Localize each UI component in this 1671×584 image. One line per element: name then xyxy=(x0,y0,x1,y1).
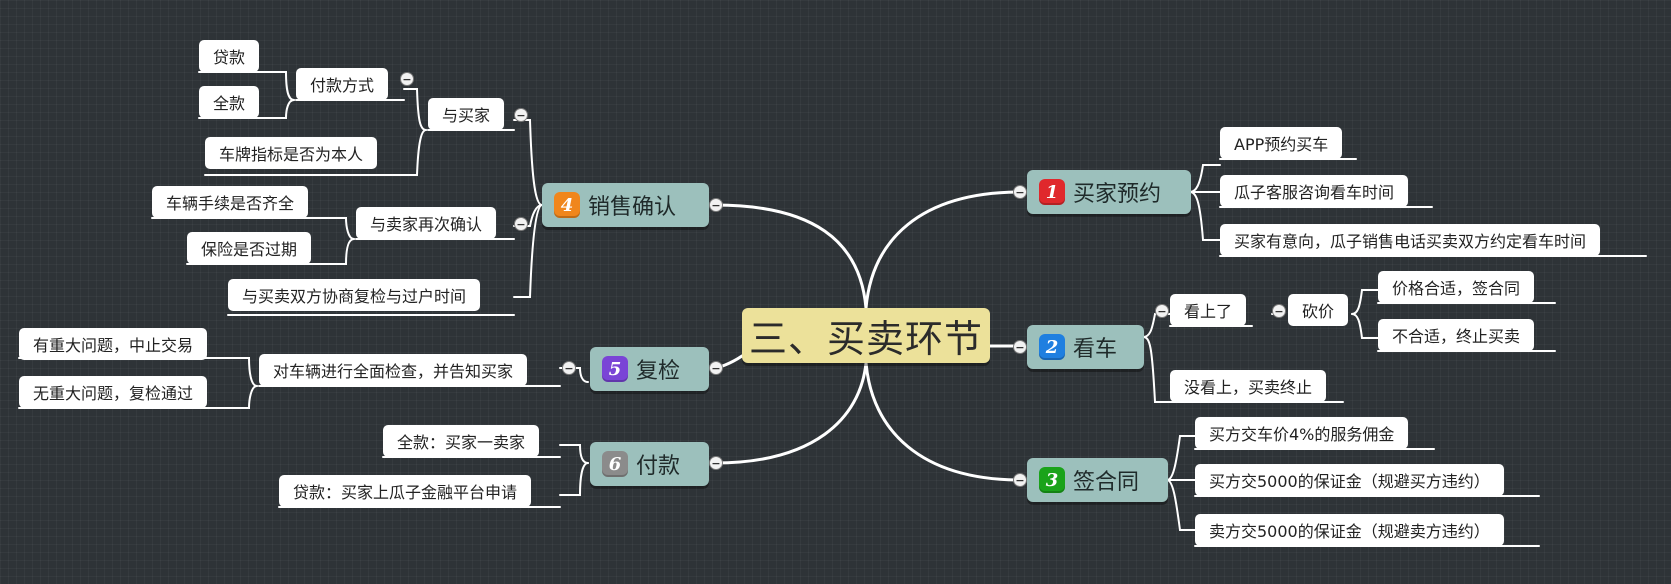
collapse-toggle-b6[interactable]: − xyxy=(709,456,723,470)
node-with-buyer[interactable]: 与买家 xyxy=(428,98,505,130)
node-label: 车辆手续是否齐全 xyxy=(166,194,295,213)
node-full-payment[interactable]: 全款 xyxy=(199,86,260,118)
collapse-toggle-payment-method[interactable]: − xyxy=(400,72,414,86)
node-label: 看上了 xyxy=(1184,302,1233,321)
node-label: 保险是否过期 xyxy=(201,240,298,259)
branch-label: 付款 xyxy=(636,454,681,479)
branch-payment[interactable]: 6 付款 xyxy=(590,442,709,486)
node-buyer-deposit[interactable]: 买方交5000的保证金（规避买方违约） xyxy=(1195,464,1504,496)
node-label: 价格合适，签合同 xyxy=(1392,279,1521,298)
collapse-toggle-inspection[interactable]: − xyxy=(562,361,576,375)
branch-sales-confirm[interactable]: 4 销售确认 xyxy=(542,183,709,227)
node-car-docs[interactable]: 车辆手续是否齐全 xyxy=(152,186,309,218)
node-label: 全款：买家一卖家 xyxy=(397,433,526,452)
root-topic-label: 三、买卖环节 xyxy=(748,317,983,361)
priority-3-icon: 3 xyxy=(1039,467,1065,493)
node-price-ok[interactable]: 价格合适，签合同 xyxy=(1378,271,1535,303)
node-label: 买家有意向，瓜子销售电话买卖双方约定看车时间 xyxy=(1234,232,1587,251)
branch-label: 看车 xyxy=(1073,337,1118,362)
node-inspection-pass[interactable]: 无重大问题，复检通过 xyxy=(19,376,208,408)
collapse-toggle-liked[interactable]: − xyxy=(1155,304,1169,318)
root-topic[interactable]: 三、买卖环节 xyxy=(742,308,990,363)
collapse-toggle-b1[interactable]: − xyxy=(1013,185,1027,199)
node-label: 买方交5000的保证金（规避买方违约） xyxy=(1209,472,1490,491)
node-insurance[interactable]: 保险是否过期 xyxy=(187,232,312,264)
node-label: 有重大问题，中止交易 xyxy=(33,336,194,355)
connector-root-b3 xyxy=(864,361,1023,482)
branch-label: 签合同 xyxy=(1073,470,1140,495)
node-liked[interactable]: 看上了 xyxy=(1170,294,1247,326)
node-not-liked[interactable]: 没看上，买卖终止 xyxy=(1170,370,1327,402)
node-full-inspection[interactable]: 对车辆进行全面检查，并告知买家 xyxy=(259,354,528,386)
node-label: 不合适，终止买卖 xyxy=(1392,327,1521,346)
collapse-toggle-with-buyer[interactable]: − xyxy=(514,108,528,122)
collapse-toggle-b5[interactable]: − xyxy=(709,361,723,375)
node-label: 卖方交5000的保证金（规避卖方违约） xyxy=(1209,522,1490,541)
node-price-bad[interactable]: 不合适，终止买卖 xyxy=(1378,319,1535,351)
collapse-toggle-bargain[interactable]: − xyxy=(1272,304,1286,318)
collapse-toggle-b4[interactable]: − xyxy=(709,198,723,212)
branch-label: 销售确认 xyxy=(588,195,677,220)
priority-5-icon: 5 xyxy=(602,356,628,382)
collapse-toggle-b2[interactable]: − xyxy=(1013,340,1027,354)
node-label: 与买卖双方协商复检与过户时间 xyxy=(242,287,467,306)
priority-1-icon: 1 xyxy=(1039,179,1065,205)
node-plate-owner[interactable]: 车牌指标是否为本人 xyxy=(205,137,378,169)
priority-4-icon: 4 xyxy=(554,192,580,218)
branch-buyer-appointment[interactable]: 1 买家预约 xyxy=(1027,170,1191,214)
node-guazi-service[interactable]: 瓜子客服咨询看车时间 xyxy=(1220,175,1409,207)
node-label: APP预约买车 xyxy=(1234,135,1329,154)
collapse-toggle-b3[interactable]: − xyxy=(1013,473,1027,487)
node-label: 没看上，买卖终止 xyxy=(1184,378,1313,397)
branch-sign-contract[interactable]: 3 签合同 xyxy=(1027,458,1168,502)
node-label: 买方交车价4%的服务佣金 xyxy=(1209,425,1395,444)
node-label: 对车辆进行全面检查，并告知买家 xyxy=(273,362,514,381)
node-service-fee[interactable]: 买方交车价4%的服务佣金 xyxy=(1195,417,1409,449)
node-label: 贷款 xyxy=(213,48,246,67)
node-buyer-intent[interactable]: 买家有意向，瓜子销售电话买卖双方约定看车时间 xyxy=(1220,224,1601,256)
node-label: 贷款：买家上瓜子金融平台申请 xyxy=(293,483,518,502)
branch-label: 买家预约 xyxy=(1073,182,1162,207)
node-major-issue[interactable]: 有重大问题，中止交易 xyxy=(19,328,208,360)
connector-root-b6 xyxy=(713,361,868,465)
node-label: 付款方式 xyxy=(310,76,375,95)
node-seller-deposit[interactable]: 卖方交5000的保证金（规避卖方违约） xyxy=(1195,514,1504,546)
connector-root-b1 xyxy=(864,190,1023,310)
branch-reinspection[interactable]: 5 复检 xyxy=(590,347,709,391)
node-label: 与买家 xyxy=(442,106,491,125)
node-loan[interactable]: 贷款 xyxy=(199,40,260,72)
node-label: 无重大问题，复检通过 xyxy=(33,384,194,403)
node-bargain[interactable]: 砍价 xyxy=(1288,294,1349,326)
node-label: 全款 xyxy=(213,94,246,113)
node-label: 瓜子客服咨询看车时间 xyxy=(1234,183,1395,202)
branch-view-car[interactable]: 2 看车 xyxy=(1027,325,1144,369)
branch-label: 复检 xyxy=(636,359,681,384)
priority-6-icon: 6 xyxy=(602,451,628,477)
node-payment-method[interactable]: 付款方式 xyxy=(296,68,389,100)
node-seller-reconfirm[interactable]: 与卖家再次确认 xyxy=(356,207,497,239)
priority-2-icon: 2 xyxy=(1039,334,1065,360)
node-label: 与卖家再次确认 xyxy=(370,215,483,234)
node-label: 砍价 xyxy=(1302,302,1335,321)
node-app-booking[interactable]: APP预约买车 xyxy=(1220,127,1343,159)
node-negotiate-time[interactable]: 与买卖双方协商复检与过户时间 xyxy=(228,279,481,311)
node-label: 车牌指标是否为本人 xyxy=(219,145,364,164)
collapse-toggle-seller[interactable]: − xyxy=(514,217,528,231)
connector-root-b4 xyxy=(713,203,868,310)
node-loan-application[interactable]: 贷款：买家上瓜子金融平台申请 xyxy=(279,475,532,507)
node-full-payment-flow[interactable]: 全款：买家一卖家 xyxy=(383,425,540,457)
